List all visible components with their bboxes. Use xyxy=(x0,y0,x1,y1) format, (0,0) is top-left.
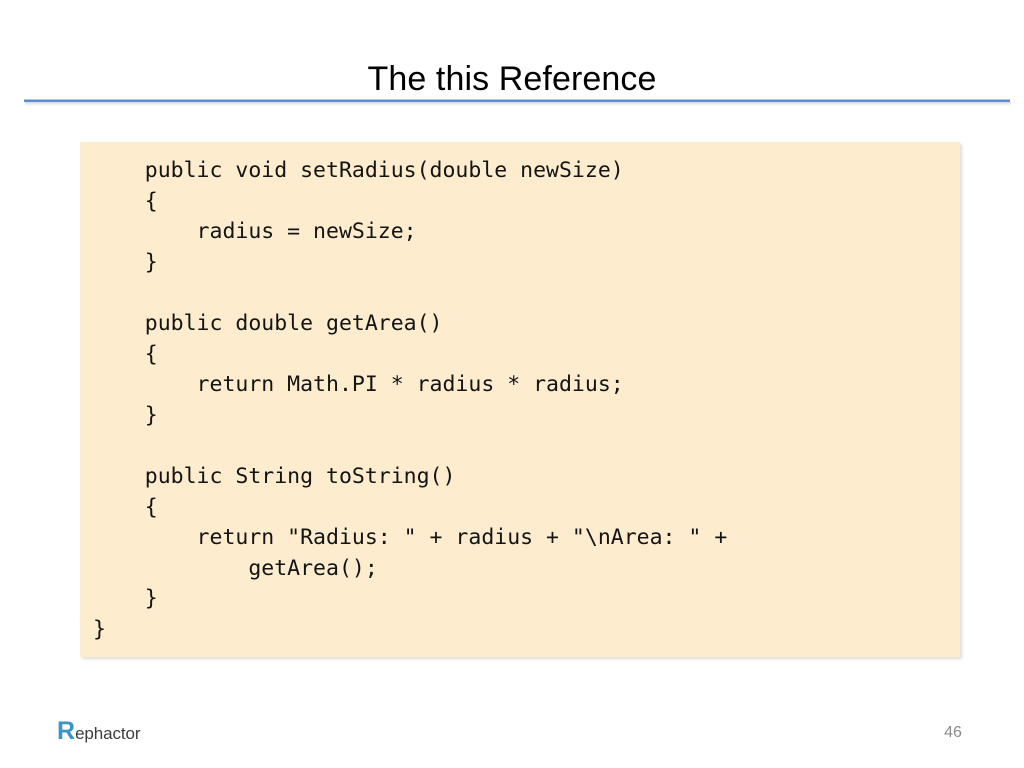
title-divider-shadow xyxy=(25,102,1011,106)
logo-wordmark: ephactor xyxy=(75,724,141,743)
logo-initial: R xyxy=(57,717,76,745)
title-divider-highlight xyxy=(24,99,1010,100)
code-block: public void setRadius(double newSize) { … xyxy=(80,142,960,657)
code-line: getArea(); xyxy=(93,555,378,581)
code-line: } xyxy=(93,249,158,275)
code-line: public void setRadius(double newSize) xyxy=(93,158,624,183)
code-line xyxy=(93,431,960,462)
code-line: } xyxy=(93,586,158,612)
code-line: return Math.PI * radius * radius; xyxy=(93,372,624,398)
code-line: } xyxy=(93,616,106,642)
code-line: { xyxy=(93,341,158,367)
code-line: return "Radius: " + radius + "\nArea: " … xyxy=(93,525,728,551)
code-line: public String toString() xyxy=(93,463,456,489)
page-number: 46 xyxy=(944,724,962,741)
code-line: { xyxy=(93,188,158,214)
page-title: The this Reference xyxy=(367,59,657,98)
rephactor-logo: Rephactor xyxy=(57,717,141,745)
code-listing: public void setRadius(double newSize) { … xyxy=(80,156,960,646)
code-line: public double getArea() xyxy=(93,310,443,336)
title-divider xyxy=(24,99,1011,106)
code-line xyxy=(93,278,960,309)
title-divider-line xyxy=(24,100,1010,102)
code-line: { xyxy=(93,494,158,520)
code-line: } xyxy=(93,402,158,428)
code-line: radius = newSize; xyxy=(93,219,417,245)
